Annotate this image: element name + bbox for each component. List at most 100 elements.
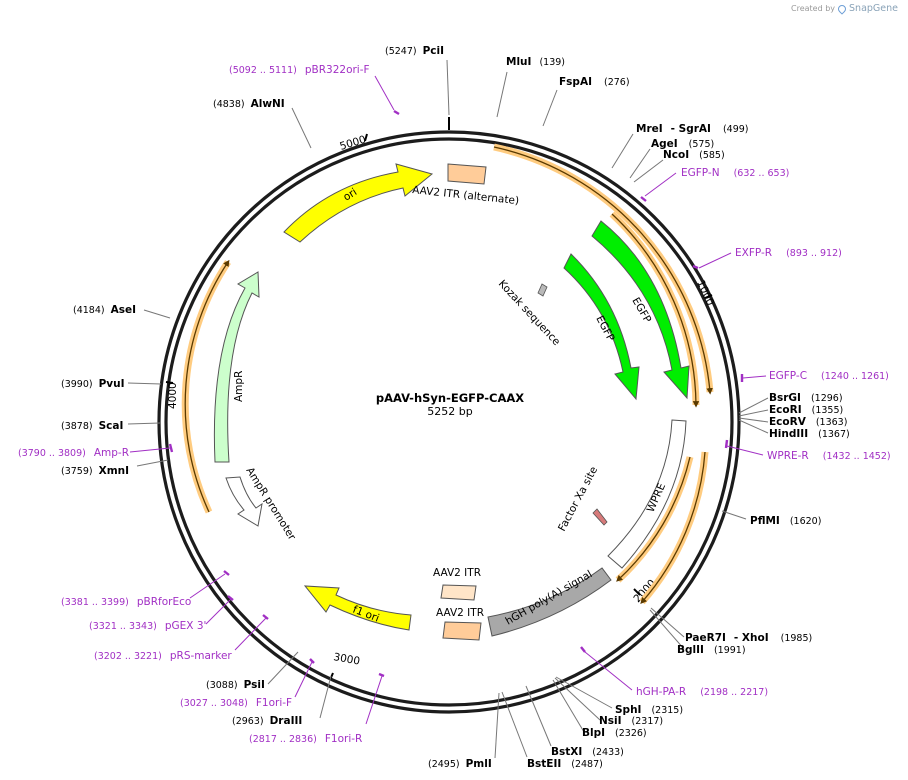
primer-mark xyxy=(692,264,699,270)
credit-brand: SnapGene xyxy=(849,3,898,14)
enzyme-sphi[interactable]: SphI(2315) xyxy=(615,704,683,716)
enzyme-hindiii[interactable]: HindIII(1367) xyxy=(769,428,850,440)
enzyme-bsrgi[interactable]: BsrGI(1296) xyxy=(769,392,843,404)
enzyme-scai[interactable]: (3878)ScaI xyxy=(61,420,123,432)
egfp-feature-inner[interactable] xyxy=(563,253,640,401)
primer-mark xyxy=(227,595,234,601)
enzyme-mlui[interactable]: MluI(139) xyxy=(506,56,565,68)
enzyme-position: (1985) xyxy=(781,633,813,644)
aav2-itr-alternate-feature[interactable] xyxy=(447,163,487,185)
credit-text: Created by xyxy=(791,4,836,13)
orf-arc-ampr-line xyxy=(184,259,230,513)
enzyme-position: (1363) xyxy=(816,417,848,428)
tick-mark-2000 xyxy=(633,588,641,596)
primer-position: (3321 .. 3343) xyxy=(89,621,157,632)
primer-position: (5092 .. 5111) xyxy=(229,65,297,76)
enzyme-leader-lines xyxy=(127,59,769,759)
leader-line-f1ori-f xyxy=(294,661,313,698)
primer-name: pBR322ori-F xyxy=(305,64,370,76)
enzyme-blpi[interactable]: BlpI(2326) xyxy=(582,727,647,739)
factor-xa-site-label: Factor Xa site xyxy=(556,465,600,534)
enzyme-position: (2495) xyxy=(428,759,460,770)
enzyme-position: (2315) xyxy=(651,705,683,716)
enzyme-name-secondary: - SgrAI xyxy=(671,123,711,135)
enzyme-position: (2487) xyxy=(571,759,603,770)
enzyme-position: (139) xyxy=(539,57,565,68)
enzyme-psii[interactable]: (3088)PsiI xyxy=(206,679,265,691)
kozak-sequence-feature[interactable] xyxy=(537,283,548,297)
leader-line-bglii xyxy=(649,609,685,650)
enzyme-bsteii[interactable]: BstEII(2487) xyxy=(527,758,603,770)
primer-pgex-3[interactable]: (3321 .. 3343)pGEX 3' xyxy=(89,620,206,632)
enzyme-pflmi[interactable]: PflMI(1620) xyxy=(750,515,821,527)
leader-line-egfp-c xyxy=(742,375,767,379)
aav2-itr-upper-feature[interactable] xyxy=(440,584,477,601)
leader-line-paer7i xyxy=(650,607,685,638)
tick-label-3000: 3000 xyxy=(332,651,360,667)
enzyme-paer7i-xhoi[interactable]: PaeR7I- XhoI(1985) xyxy=(685,632,812,644)
enzyme-agei[interactable]: AgeI(575) xyxy=(651,138,714,150)
enzyme-position: (1355) xyxy=(812,405,844,416)
ampr-feature[interactable] xyxy=(213,271,260,463)
aav2-itr-lower-label: AAV2 ITR xyxy=(436,607,484,619)
enzyme-name: NcoI xyxy=(663,149,689,161)
enzyme-name: PsiI xyxy=(244,679,265,691)
enzyme-ecorv[interactable]: EcoRV(1363) xyxy=(769,416,847,428)
egfp-feature-outer[interactable] xyxy=(591,220,690,400)
enzyme-position: (575) xyxy=(689,139,715,150)
factor-xa-site-feature[interactable] xyxy=(592,508,608,526)
primer-hgh-pa-r[interactable]: hGH-PA-R(2198 .. 2217) xyxy=(636,686,768,698)
primer-site-marks xyxy=(168,109,744,678)
enzyme-bglii[interactable]: BglII(1991) xyxy=(677,644,746,656)
enzyme-ncoi[interactable]: NcoI(585) xyxy=(663,149,725,161)
wpre-feature[interactable] xyxy=(607,419,687,569)
leader-line-pflmi xyxy=(721,510,747,520)
orf-arc-polya-line xyxy=(640,451,706,604)
primer-name: pBRforEco xyxy=(137,596,191,608)
primer-position: (893 .. 912) xyxy=(786,248,842,259)
primer-egfp-c[interactable]: EGFP-C(1240 .. 1261) xyxy=(769,370,889,382)
ampr-promoter-feature[interactable] xyxy=(225,476,263,527)
enzyme-pvui[interactable]: (3990)PvuI xyxy=(61,378,125,390)
primer-f1ori-f[interactable]: (3027 .. 3048)F1ori-F xyxy=(180,697,292,709)
orf-arcs xyxy=(181,143,714,605)
leader-line-bsrgi xyxy=(738,397,769,414)
enzyme-nsii[interactable]: NsiI(2317) xyxy=(599,715,663,727)
leader-line-pmli xyxy=(494,692,500,759)
f1-ori-feature[interactable] xyxy=(303,585,412,631)
credit-badge[interactable]: Created by SnapGene xyxy=(791,2,898,15)
enzyme-xmni[interactable]: (3759)XmnI xyxy=(61,465,129,477)
primer-prs-marker[interactable]: (3202 .. 3221)pRS-marker xyxy=(94,650,232,662)
enzyme-mrei-sgrai[interactable]: MreI- SgrAI(499) xyxy=(636,123,749,135)
enzyme-fspai[interactable]: FspAI(276) xyxy=(559,76,630,88)
leader-line-blpi xyxy=(552,679,585,733)
ori-feature[interactable] xyxy=(283,163,434,243)
primer-amp-r[interactable]: (3790 .. 3809)Amp-R xyxy=(18,447,129,459)
leader-line-ecori xyxy=(738,409,769,417)
enzyme-pmli[interactable]: (2495)PmlI xyxy=(428,758,492,770)
leader-line-wpre-r xyxy=(726,445,764,456)
primer-wpre-r[interactable]: WPRE-R(1432 .. 1452) xyxy=(767,450,891,462)
enzyme-name: BsrGI xyxy=(769,392,801,404)
enzyme-asei[interactable]: (4184)AseI xyxy=(73,304,136,316)
primer-pbrforeco[interactable]: (3381 .. 3399)pBRforEco xyxy=(61,596,191,608)
enzyme-name: AseI xyxy=(111,304,136,316)
f1-ori-label: f1 ori xyxy=(351,604,381,625)
primer-position: (1432 .. 1452) xyxy=(823,451,891,462)
enzyme-name: DraIII xyxy=(270,715,303,727)
hgh-polya-feature[interactable] xyxy=(487,567,612,637)
enzyme-pcii[interactable]: (5247)PciI xyxy=(385,45,444,57)
leader-line-alwni xyxy=(291,107,312,149)
primer-exfp-r[interactable]: EXFP-R(893 .. 912) xyxy=(735,247,842,259)
enzyme-ecori[interactable]: EcoRI(1355) xyxy=(769,404,843,416)
enzyme-draiii[interactable]: (2963)DraIII xyxy=(232,715,302,727)
primer-f1ori-r[interactable]: (2817 .. 2836)F1ori-R xyxy=(249,733,362,745)
enzyme-position: (2433) xyxy=(592,747,624,758)
enzyme-alwni[interactable]: (4838)AlwNI xyxy=(213,98,285,110)
primer-mark xyxy=(580,646,586,653)
aav2-itr-lower-feature[interactable] xyxy=(442,621,482,641)
primer-pbr322ori-f[interactable]: (5092 .. 5111) pBR322ori-F xyxy=(229,64,370,76)
enzyme-bstxi[interactable]: BstXI(2433) xyxy=(551,746,624,758)
primer-egfp-n[interactable]: EGFP-N(632 .. 653) xyxy=(681,167,789,179)
